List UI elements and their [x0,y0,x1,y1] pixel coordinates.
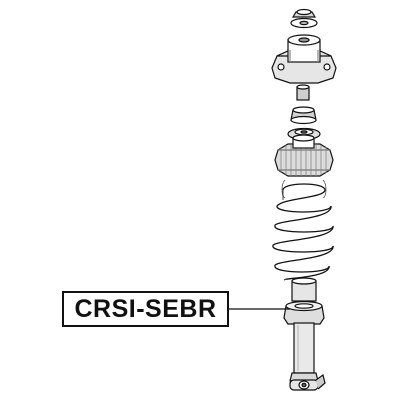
upper-spring-seat [274,134,334,177]
upper-bushing [296,84,310,101]
lower-eye-mount [289,372,326,391]
shock-body-tube [293,322,315,374]
coil-spring [272,179,334,281]
strut-mount [271,34,337,84]
bump-stop-cap [290,106,317,125]
part-number-label: CRSI-SEBR [74,294,217,323]
top-nut [291,8,317,18]
top-washer [290,17,318,29]
lower-spring-seat [283,277,325,325]
part-number-label-box: CRSI-SEBR [62,291,229,327]
